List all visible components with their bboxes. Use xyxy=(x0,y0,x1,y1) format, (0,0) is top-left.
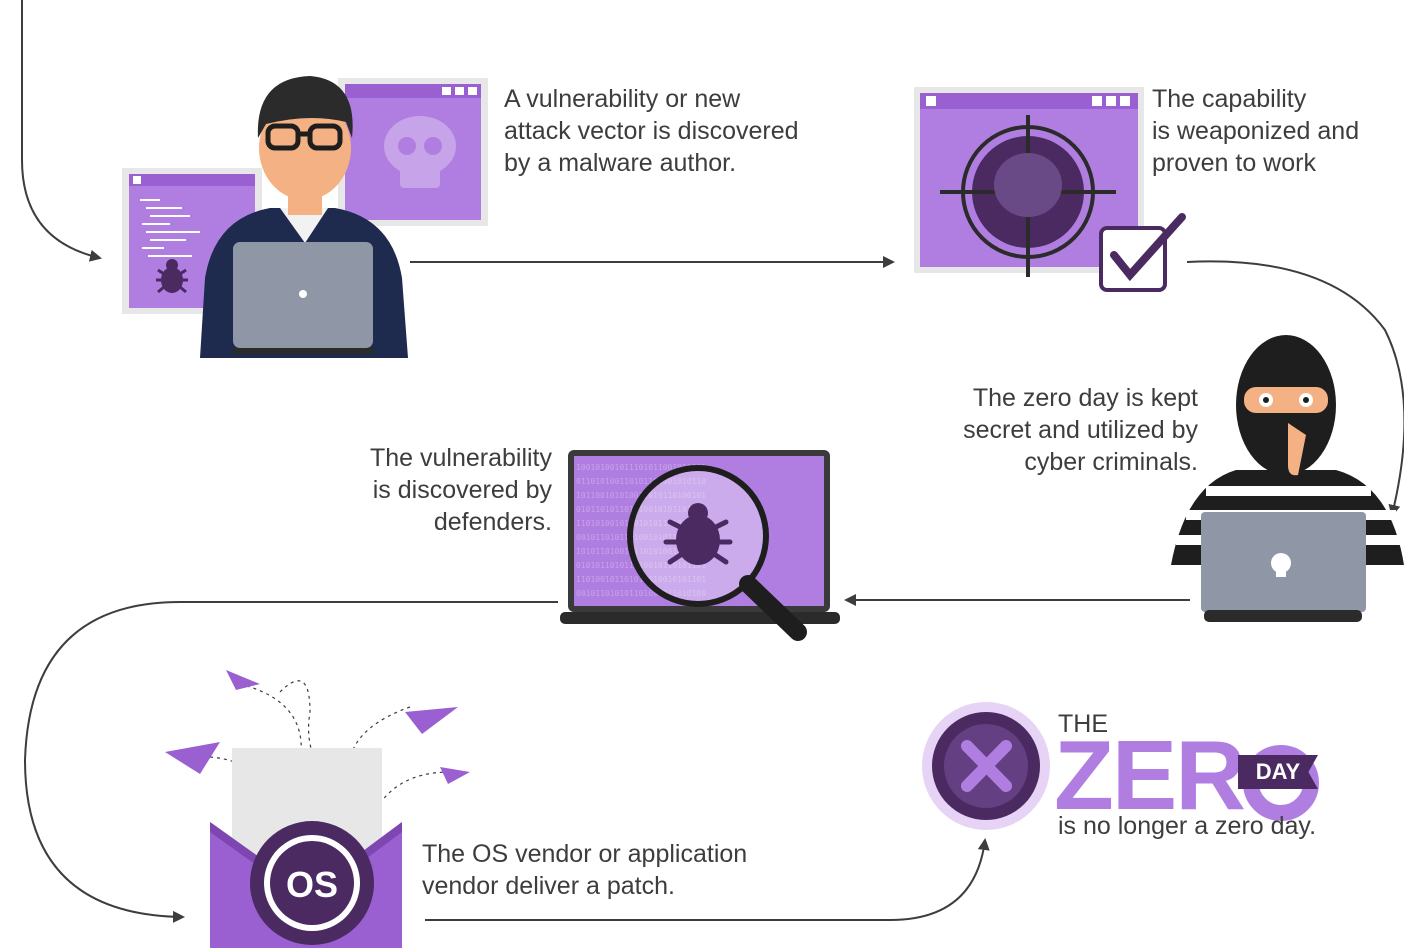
svg-text:001011010101101001011010100: 001011010101101001011010100 xyxy=(576,589,706,598)
arrow-step4-to-step5 xyxy=(23,601,558,923)
arrow-entry xyxy=(21,0,102,262)
magnifier-bug-icon xyxy=(627,465,807,641)
crosshair-icon xyxy=(940,115,1116,277)
svg-text:100101001011101011001011001: 100101001011101011001011001 xyxy=(576,463,706,472)
cyber-criminal-illustration xyxy=(1171,335,1404,622)
svg-text:011010100110101101001010110: 011010100110101101001010110 xyxy=(576,477,706,486)
svg-text:010101101011010010110101101: 010101101011010010110101101 xyxy=(576,561,706,570)
step4-caption: The vulnerability is discovered by defen… xyxy=(369,444,552,536)
paper-plane-icon xyxy=(165,670,470,784)
logo-subtitle: is no longer a zero day. xyxy=(1058,812,1317,840)
defender-laptop-illustration: 100101001011101011001011001 011010100110… xyxy=(560,450,840,641)
bug-icon xyxy=(156,259,188,294)
arrow-step5-to-result xyxy=(425,838,990,921)
checkbox-check-icon xyxy=(1099,213,1186,292)
step2-caption: The capability is weaponized and proven … xyxy=(1152,85,1360,177)
logo-day-badge: DAY xyxy=(1238,755,1318,789)
step5-caption: The OS vendor or application vendor deli… xyxy=(422,840,748,900)
svg-text:010110101101010010101101010: 010110101101010010101101010 xyxy=(576,505,706,514)
malware-author-illustration xyxy=(122,76,488,358)
step1-caption: A vulnerability or new attack vector is … xyxy=(504,85,799,177)
skull-icon xyxy=(1271,553,1291,577)
os-badge-label: OS xyxy=(286,864,338,905)
logo-the: THE xyxy=(1058,710,1108,738)
weaponized-illustration xyxy=(914,87,1186,292)
patch-delivery-illustration: OS xyxy=(165,670,470,948)
gear-os-icon: OS xyxy=(250,821,374,945)
step3-caption: The zero day is kept secret and utilized… xyxy=(963,384,1198,476)
criminal-laptop xyxy=(1201,512,1366,622)
skull-window xyxy=(338,78,488,226)
svg-text:101011010010110101001011010: 101011010010110101001011010 xyxy=(576,547,706,556)
svg-text:001011010110100101011010110: 001011010110100101011010110 xyxy=(576,533,706,542)
svg-text:110100101101011010010101101: 110100101101011010010101101 xyxy=(576,575,706,584)
malware-author xyxy=(200,76,408,358)
svg-text:110101001011010101101010011: 110101001011010101101010011 xyxy=(576,519,706,528)
zero-day-x-icon xyxy=(922,702,1050,830)
